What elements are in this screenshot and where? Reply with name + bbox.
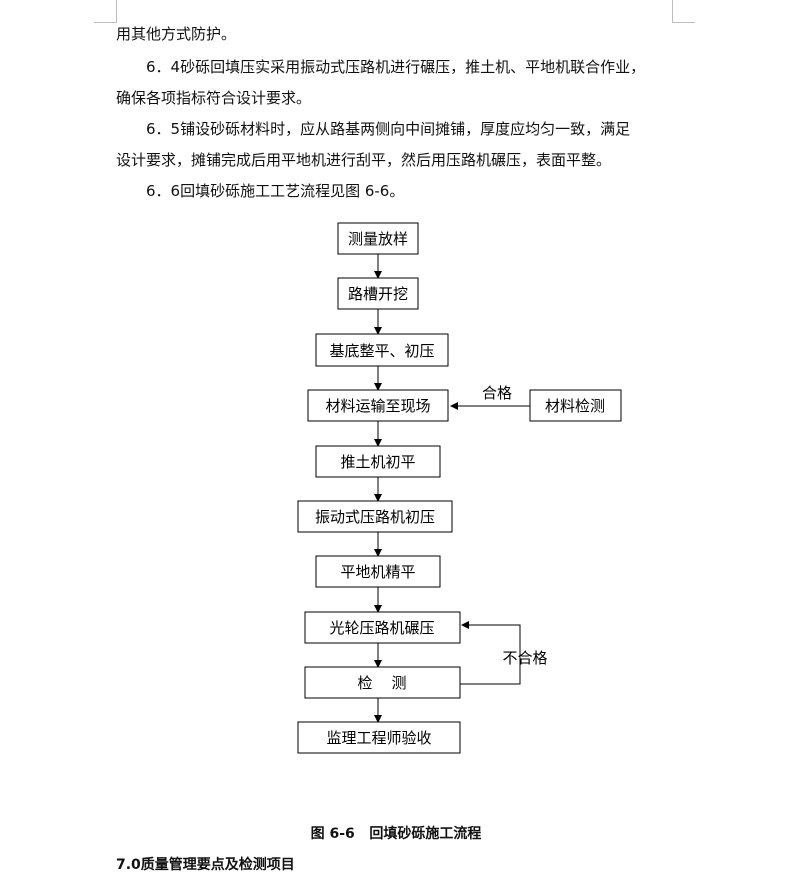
flow-step-box: 平地机精平 [315, 555, 441, 588]
flow-step-box: 振动式压路机初压 [297, 500, 453, 533]
figure-caption: 图 6-6 回填砂砾施工流程 [310, 826, 482, 842]
fail-loop-arrow [460, 621, 521, 685]
svg-text:振动式压路机初压: 振动式压路机初压 [315, 508, 435, 526]
svg-text:平地机精平: 平地机精平 [340, 563, 415, 581]
fail-label: 不合格 [502, 649, 547, 667]
paragraph-6-4-line2: 确保各项指标符合设计要求。 [116, 89, 312, 107]
page-corner-mark-right [672, 0, 695, 23]
svg-text:路槽开挖: 路槽开挖 [348, 285, 408, 303]
svg-text:基底整平、初压: 基底整平、初压 [329, 342, 434, 360]
flow-connectors [374, 254, 530, 723]
flow-step-box: 测量放样 [337, 222, 419, 255]
paragraph-6-4-line1: 6．4砂砾回填压实采用振动式压路机进行碾压，推土机、平地机联合作业， [146, 58, 646, 76]
flow-step-box: 推土机初平 [315, 445, 441, 478]
paragraph-6-6-line1: 6．6回填砂砾施工工艺流程见图 6-6。 [146, 182, 405, 200]
material-check-box: 材料检测 [529, 389, 622, 422]
svg-text:光轮压路机碾压: 光轮压路机碾压 [329, 619, 434, 637]
flow-step-box: 路槽开挖 [337, 277, 419, 310]
svg-text:推土机初平: 推土机初平 [340, 453, 415, 471]
svg-text:检 测: 检 测 [357, 674, 406, 692]
paragraph-line: 用其他方式防护。 [116, 25, 237, 43]
section-heading: 7.0质量管理要点及检测项目 [116, 857, 295, 873]
flow-step-box: 光轮压路机碾压 [304, 611, 461, 644]
flow-step-box: 基底整平、初压 [315, 333, 449, 367]
flow-step-box: 监理工程师验收 [297, 721, 461, 754]
svg-text:测量放样: 测量放样 [348, 230, 408, 248]
flow-step-box: 检 测 [304, 666, 461, 699]
paragraph-6-5-line1: 6．5铺设砂砾材料时，应从路基两侧向中间摊铺，厚度应均匀一致，满足 [146, 120, 631, 138]
pass-label: 合格 [482, 384, 512, 402]
svg-text:材料检测: 材料检测 [545, 397, 605, 415]
flow-step-box: 材料运输至现场 [307, 389, 449, 422]
svg-text:材料运输至现场: 材料运输至现场 [325, 397, 430, 415]
page-corner-mark-left [94, 0, 117, 23]
paragraph-6-5-line2: 设计要求，摊铺完成后用平地机进行刮平，然后用压路机碾压，表面平整。 [116, 151, 612, 169]
svg-text:监理工程师验收: 监理工程师验收 [326, 729, 431, 747]
